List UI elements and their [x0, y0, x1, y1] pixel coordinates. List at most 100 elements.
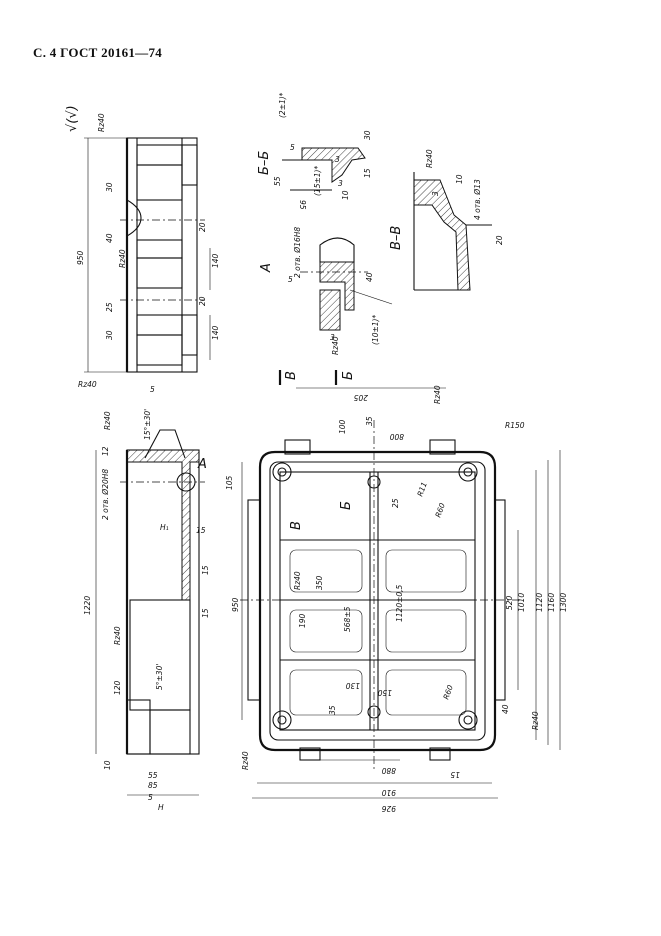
dim-plan-r150: R150: [505, 421, 525, 430]
dim-left-10: 10: [103, 760, 112, 770]
dim-plan-1160: 1160: [547, 593, 556, 612]
plan-view: В Б В Б 205 100 35 800 R150 Rz40 R11 R60…: [225, 370, 568, 813]
dim-plan-950: 950: [231, 597, 240, 612]
roughness-label-side: Rz40: [118, 249, 127, 268]
dim-left-angle: 5°±30': [155, 664, 164, 690]
dim-plan-880: 880: [381, 766, 396, 775]
roughness-label-side-bottom: Rz40: [78, 380, 97, 389]
dim-plan-1120: 1120: [535, 593, 544, 612]
dim-plan-40: 40: [501, 704, 510, 714]
dim-bb-3b: 3: [338, 179, 343, 188]
dim-bb-2: (2±1)*: [278, 92, 287, 118]
dim-plan-rz-bl: Rz40: [241, 751, 250, 770]
dim-plan-25: 25: [391, 498, 400, 508]
dim-30-side: 30: [105, 182, 114, 192]
dim-bb-15b: (15±1)*: [313, 166, 322, 196]
dim-bb-15: 15: [363, 168, 372, 178]
dim-bb-55: 55: [273, 176, 282, 186]
dim-a-3: 3: [330, 333, 335, 342]
dim-bb-3: 3: [335, 155, 340, 164]
roughness-symbol-main: √(√): [65, 105, 80, 132]
section-a: А 2 отв. Ø16Н8 40 5 (10±1)* 3 Rz40: [259, 227, 393, 355]
dim-plan-35b: 35: [328, 705, 337, 715]
dim-plan-130: 130: [345, 681, 360, 690]
section-cut-v-mid: В: [289, 521, 304, 530]
dim-plan-150: 150: [377, 688, 392, 697]
dim-vv-10: 10: [455, 174, 464, 184]
section-cut-b-mid: Б: [339, 501, 354, 510]
section-cut-v-top: В: [284, 371, 299, 380]
dim-left-5: 5: [148, 793, 153, 802]
dim-a-holes: 2 отв. Ø16Н8: [293, 227, 302, 278]
dim-bb-95: 95: [298, 200, 307, 210]
dim-plan-205: 205: [353, 393, 368, 402]
dim-left-15c: 15: [201, 608, 210, 618]
dim-20b-side: 20: [198, 296, 207, 306]
dim-plan-r11: R11: [415, 481, 429, 498]
dim-plan-910: 910: [381, 788, 396, 797]
dim-plan-100: 100: [338, 419, 347, 434]
dim-a-5: 5: [288, 275, 293, 284]
dim-plan-568: 568±5: [343, 606, 352, 632]
dim-plan-190: 190: [298, 613, 307, 628]
dim-40-side: 40: [105, 233, 114, 243]
dim-left-h: H: [158, 803, 164, 812]
dim-left-15b: 15: [201, 565, 210, 575]
roughness-label-top: Rz40: [97, 113, 106, 132]
dim-plan-rz-right: Rz40: [531, 711, 540, 730]
dim-left-angle2: 15°±30': [143, 409, 152, 440]
section-vv: В–В Rz40 3 10 4 отв. Ø13 20: [389, 149, 504, 291]
dim-plan-r60b: R60: [441, 684, 455, 701]
dim-left-h1: H₁: [160, 523, 169, 532]
dim-vv-holes: 4 отв. Ø13: [473, 179, 482, 220]
side-elevation-view: √(√) Rz40 950 30 40 20 140 25 20 30 140 …: [65, 105, 220, 394]
dim-a-40: 40: [365, 272, 374, 282]
dim-left-120: 120: [113, 680, 122, 695]
dim-bb-30: 30: [363, 130, 372, 140]
dim-950-side: 950: [76, 250, 85, 265]
dim-left-55: 55: [148, 771, 158, 780]
roughness-label-vv: Rz40: [425, 149, 434, 168]
dim-plan-rz-top: Rz40: [433, 385, 442, 404]
section-label-bb: Б–Б: [257, 151, 272, 175]
roughness-label-a: Rz40: [331, 336, 340, 355]
dim-left-85: 85: [148, 781, 158, 790]
dim-plan-1300: 1300: [559, 593, 568, 612]
dim-plan-926: 926: [381, 804, 396, 813]
section-mark-a: А: [197, 457, 207, 472]
dim-plan-800: 800: [389, 432, 404, 441]
dim-plan-520: 520: [505, 595, 514, 610]
dim-left-rz-a: Rz40: [113, 626, 122, 645]
section-label-a: А: [259, 263, 274, 273]
dim-5-side: 5: [150, 385, 155, 394]
roughness-label-left: Rz40: [103, 411, 112, 430]
dim-plan-15: 15: [450, 770, 460, 779]
dim-plan-35: 35: [365, 416, 374, 426]
dim-plan-r60: R60: [433, 502, 447, 519]
dim-left-15: 15: [196, 526, 206, 535]
dim-20a-side: 20: [198, 222, 207, 232]
dim-plan-105: 105: [225, 475, 234, 490]
dim-12-left: 12: [101, 446, 110, 456]
left-end-view: 1220 12 2 отв. Ø20Н8 Rz40 15°±30' 15 H₁ …: [83, 409, 210, 812]
dim-left-holes: 2 отв. Ø20Н8: [101, 469, 110, 520]
dim-a-10: (10±1)*: [371, 315, 380, 345]
section-bb: Б–Б (2±1)* 30 5 15 3 (15±1)* 95 55 10 3: [257, 92, 372, 209]
dim-30b-side: 30: [105, 330, 114, 340]
dim-plan-1010: 1010: [517, 593, 526, 612]
dim-bb-5: 5: [290, 143, 295, 152]
dim-bb-10: 10: [341, 190, 350, 200]
dim-1220-left: 1220: [83, 596, 92, 615]
section-cut-b-top: Б: [341, 371, 356, 380]
dim-plan-rz-inner: Rz40: [293, 571, 302, 590]
dim-plan-1120-05: 1120±0,5: [395, 584, 404, 622]
dim-vv-3: 3: [431, 191, 440, 196]
page-header: С. 4 ГОСТ 20161—74: [33, 45, 163, 60]
dim-140b-side: 140: [211, 325, 220, 340]
dim-plan-350: 350: [315, 575, 324, 590]
dim-vv-20: 20: [495, 235, 504, 245]
dim-25-side: 25: [105, 302, 114, 312]
section-label-vv: В–В: [389, 226, 404, 250]
dim-140a-side: 140: [211, 253, 220, 268]
